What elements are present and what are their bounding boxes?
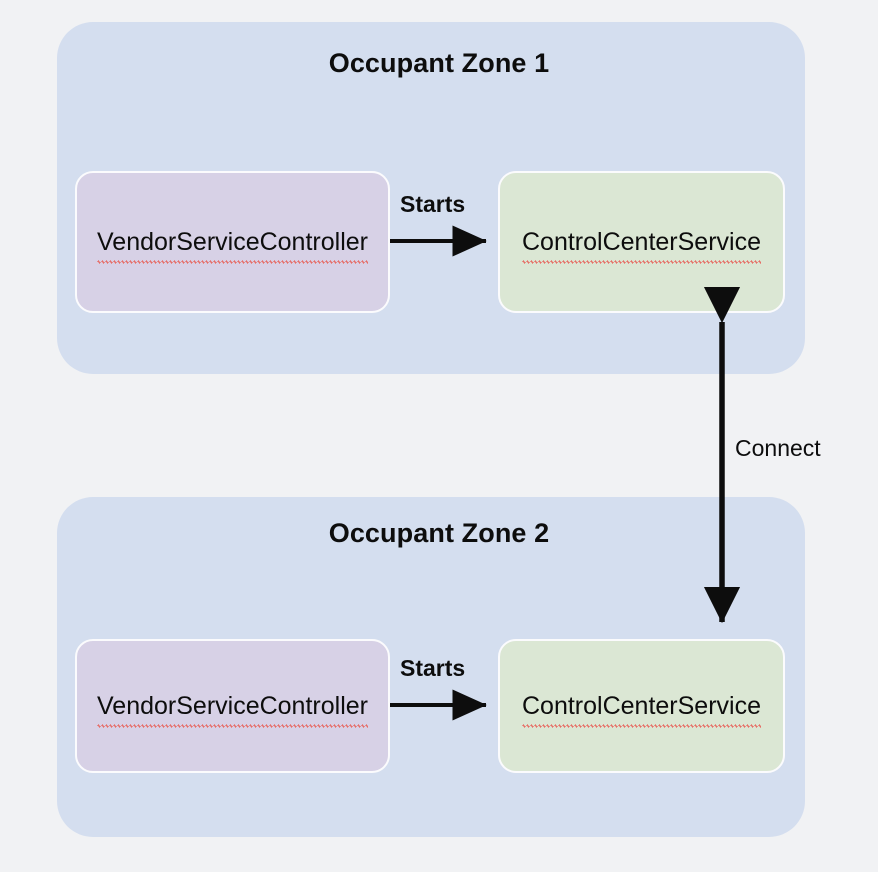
occupant-zone-2-title: Occupant Zone 2 (328, 518, 550, 548)
node-label-vendor-service-controller-zone-1: VendorServiceController (97, 227, 368, 264)
node-label-control-center-service-zone-2: ControlCenterService (522, 691, 761, 728)
occupant-zone-1-title: Occupant Zone 1 (328, 48, 550, 78)
node-control-center-service-zone-2[interactable]: ControlCenterService (498, 639, 785, 773)
edge-label-starts-zone-1: Starts (400, 191, 466, 217)
edge-label-connect: Connect (735, 435, 821, 461)
node-label-control-center-service-zone-1: ControlCenterService (522, 227, 761, 264)
node-control-center-service-zone-1[interactable]: ControlCenterService (498, 171, 785, 313)
node-vendor-service-controller-zone-2[interactable]: VendorServiceController (75, 639, 390, 773)
node-label-vendor-service-controller-zone-2: VendorServiceController (97, 691, 368, 728)
edge-label-starts-zone-2: Starts (400, 655, 466, 681)
node-vendor-service-controller-zone-1[interactable]: VendorServiceController (75, 171, 390, 313)
